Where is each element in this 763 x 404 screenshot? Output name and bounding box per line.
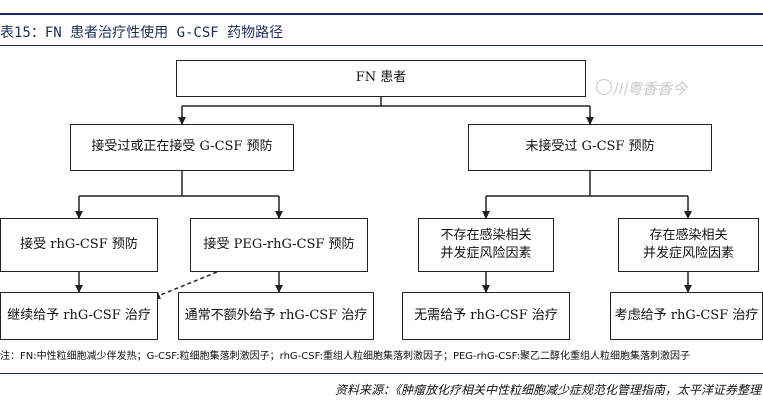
node-rhg-prevention: 接受 rhG-CSF 预防 [0, 218, 158, 272]
node-no-risk-factors: 不存在感染相关 并发症风险因素 [418, 218, 554, 272]
watermark: 川粤香香今 [612, 80, 688, 98]
node-peg-prevention: 接受 PEG-rhG-CSF 预防 [190, 218, 368, 272]
top-rule [0, 13, 763, 15]
node-received-gcsf: 接受过或正在接受 G-CSF 预防 [70, 124, 294, 171]
node-continue-rhg: 继续给予 rhG-CSF 治疗 [0, 292, 158, 340]
figure-caption: 表15：FN 患者治疗性使用 G-CSF 药物路径 [0, 25, 284, 41]
abbreviation-note: 注：FN:中性粒细胞减少伴发热；G-CSF:粒细胞集落刺激因子；rhG-CSF:… [0, 351, 690, 362]
node-has-risk-factors: 存在感染相关 并发症风险因素 [618, 218, 759, 272]
node-consider-rhg: 考虑给予 rhG-CSF 治疗 [610, 292, 763, 340]
node-fn-patient: FN 患者 [176, 60, 586, 97]
node-no-need-rhg: 无需给予 rhG-CSF 治疗 [402, 292, 570, 340]
watermark-seal-icon [596, 79, 612, 95]
node-usually-no-extra-rhg: 通常不额外给予 rhG-CSF 治疗 [178, 292, 374, 340]
bottom-rule [0, 373, 763, 374]
source-citation: 资料来源：《肿瘤放化疗相关中性粒细胞减少症规范化管理指南，太平洋证券整理 [334, 383, 761, 397]
edge-peg-to-continue-dashed [152, 271, 218, 300]
node-not-received-gcsf: 未接受过 G-CSF 预防 [468, 124, 712, 171]
caption-rule [0, 45, 763, 46]
